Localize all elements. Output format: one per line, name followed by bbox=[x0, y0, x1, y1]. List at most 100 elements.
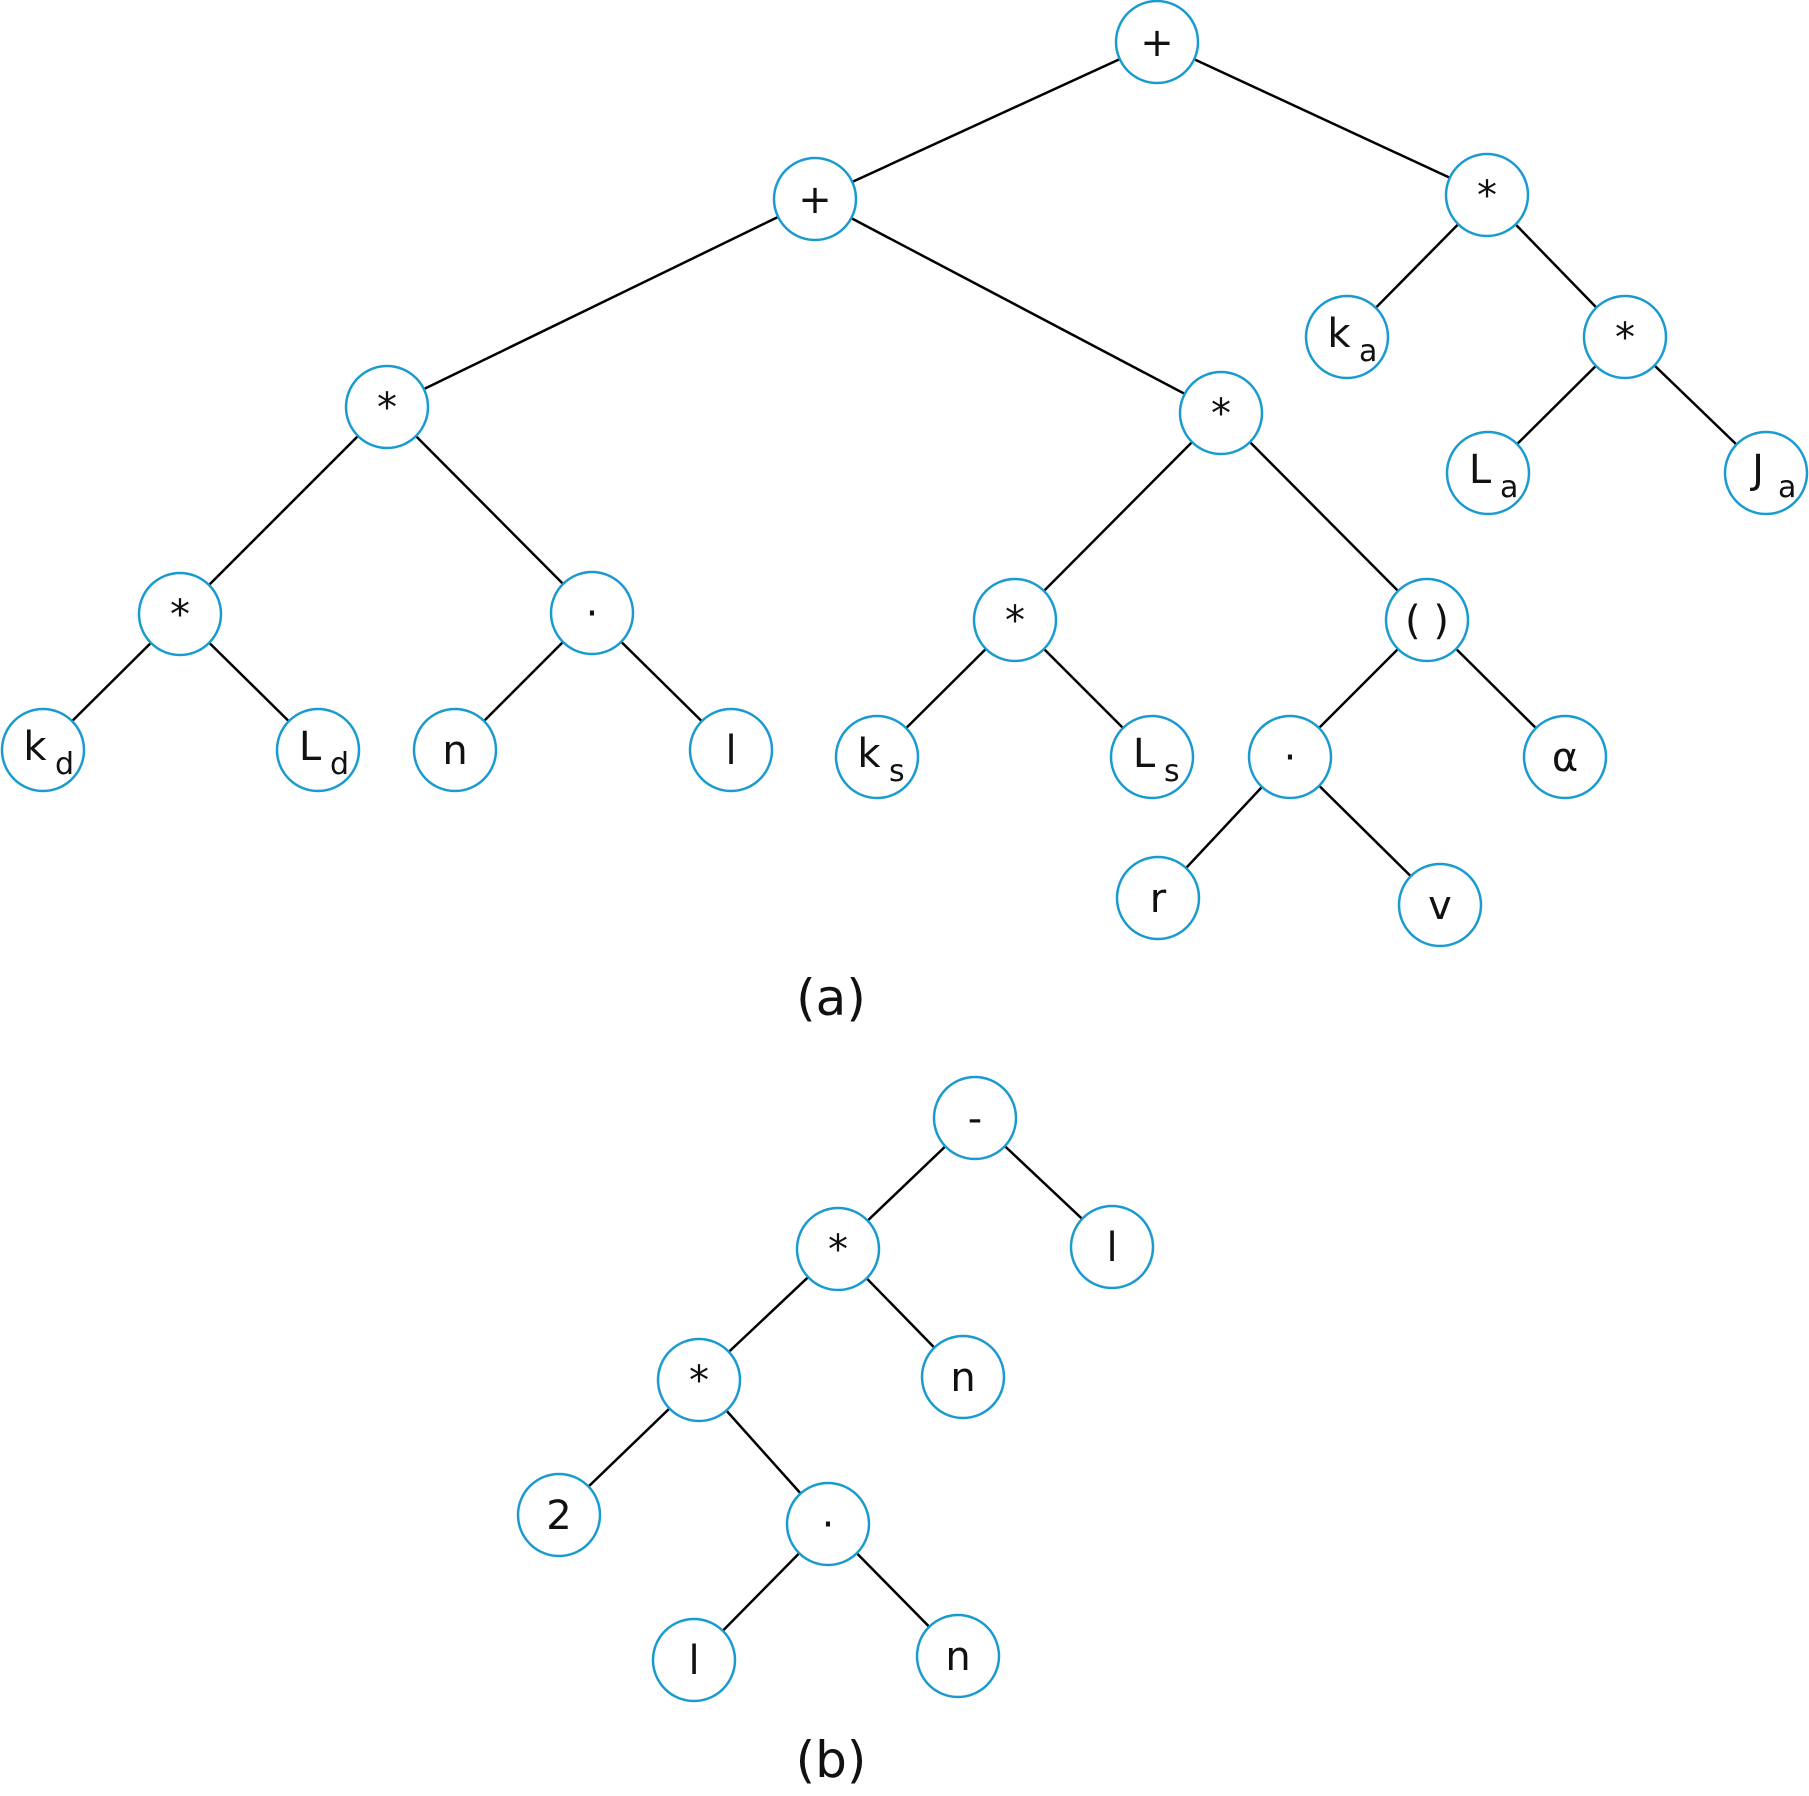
node-circle bbox=[688, 707, 774, 793]
tree-node-a1: + bbox=[1114, 0, 1200, 85]
edge-a8-a10 bbox=[179, 406, 388, 615]
edge-a1-a2 bbox=[814, 40, 1158, 201]
node-label: * bbox=[1211, 391, 1231, 437]
node-circle bbox=[1109, 714, 1195, 800]
node-circle bbox=[1444, 152, 1530, 238]
edge-a2-a9 bbox=[814, 197, 1222, 415]
tree-node-b9: n bbox=[915, 1613, 1001, 1699]
caption-b: (b) bbox=[796, 1731, 867, 1789]
node-label: * bbox=[1477, 173, 1497, 219]
node-circle bbox=[1582, 294, 1668, 380]
node-circle bbox=[656, 1337, 742, 1423]
tree-node-a17: ( ) bbox=[1384, 577, 1470, 663]
node-label: * bbox=[170, 592, 190, 638]
node-subscript: s bbox=[1164, 754, 1180, 789]
tree-node-b8: l bbox=[651, 1617, 737, 1703]
tree-node-a20: · bbox=[1247, 714, 1333, 800]
node-label: * bbox=[689, 1358, 709, 1404]
node-circle bbox=[920, 1334, 1006, 1420]
node-label: k bbox=[23, 724, 47, 770]
caption-a: (a) bbox=[796, 969, 866, 1027]
tree-node-a15: l bbox=[688, 707, 774, 793]
node-circle bbox=[1178, 370, 1264, 456]
tree-node-a14: n bbox=[412, 707, 498, 793]
node-label: k bbox=[1327, 311, 1351, 357]
edge-a9-a16 bbox=[1014, 412, 1222, 621]
node-circle bbox=[137, 571, 223, 657]
node-label: L bbox=[1469, 447, 1492, 493]
node-circle bbox=[1304, 294, 1390, 380]
node-label: v bbox=[1428, 883, 1452, 929]
node-label: α bbox=[1552, 735, 1578, 781]
node-circle bbox=[795, 1206, 881, 1292]
node-subscript: a bbox=[1778, 470, 1796, 505]
node-label: r bbox=[1150, 876, 1167, 922]
node-circle bbox=[1397, 862, 1483, 948]
node-circle bbox=[1384, 577, 1470, 663]
node-label: l bbox=[688, 1638, 699, 1684]
node-label: ( ) bbox=[1405, 598, 1449, 644]
node-label: n bbox=[945, 1634, 970, 1680]
tree-node-b7: · bbox=[785, 1481, 871, 1567]
edges-layer bbox=[42, 40, 1767, 1661]
node-label: J bbox=[1749, 447, 1764, 493]
node-circle bbox=[1723, 430, 1809, 516]
node-circle bbox=[772, 156, 858, 242]
node-label: · bbox=[822, 1502, 835, 1548]
tree-node-b1: - bbox=[932, 1075, 1018, 1161]
node-label: n bbox=[950, 1355, 975, 1401]
edge-a9-a17 bbox=[1220, 412, 1428, 621]
node-circle bbox=[1522, 714, 1608, 800]
node-circle bbox=[1115, 855, 1201, 941]
tree-node-a2: + bbox=[772, 156, 858, 242]
node-circle bbox=[651, 1617, 737, 1703]
node-subscript: a bbox=[1500, 470, 1518, 505]
node-label: 2 bbox=[546, 1493, 571, 1539]
tree-node-b6: 2 bbox=[516, 1472, 602, 1558]
tree-node-a11: · bbox=[549, 570, 635, 656]
tree-node-b4: * bbox=[656, 1337, 742, 1423]
node-label: k bbox=[857, 731, 881, 777]
node-subscript: a bbox=[1359, 334, 1377, 369]
node-circle bbox=[932, 1075, 1018, 1161]
node-circle bbox=[915, 1613, 1001, 1699]
node-label: * bbox=[1005, 598, 1025, 644]
node-label: l bbox=[1106, 1225, 1117, 1271]
node-circle bbox=[1247, 714, 1333, 800]
node-label: L bbox=[299, 724, 322, 770]
tree-node-a8: * bbox=[344, 364, 430, 450]
edge-a2-a8 bbox=[386, 197, 816, 409]
node-circle bbox=[0, 707, 86, 793]
node-subscript: d bbox=[55, 747, 74, 782]
edge-a1-a3 bbox=[1156, 40, 1488, 197]
tree-node-a16: * bbox=[972, 577, 1058, 663]
node-label: * bbox=[828, 1227, 848, 1273]
node-circle bbox=[1114, 0, 1200, 85]
tree-node-b5: n bbox=[920, 1334, 1006, 1420]
node-label: n bbox=[442, 728, 467, 774]
tree-node-b3: l bbox=[1069, 1204, 1155, 1290]
node-circle bbox=[785, 1481, 871, 1567]
node-subscript: s bbox=[889, 754, 905, 789]
tree-node-a5: * bbox=[1582, 294, 1668, 380]
node-label: * bbox=[1615, 315, 1635, 361]
tree-node-b2: * bbox=[795, 1206, 881, 1292]
node-label: - bbox=[968, 1096, 982, 1142]
node-circle bbox=[344, 364, 430, 450]
node-circle bbox=[516, 1472, 602, 1558]
node-circle bbox=[275, 707, 361, 793]
node-circle bbox=[549, 570, 635, 656]
node-label: l bbox=[725, 728, 736, 774]
tree-node-a23: v bbox=[1397, 862, 1483, 948]
node-subscript: d bbox=[330, 747, 349, 782]
node-circle bbox=[972, 577, 1058, 663]
